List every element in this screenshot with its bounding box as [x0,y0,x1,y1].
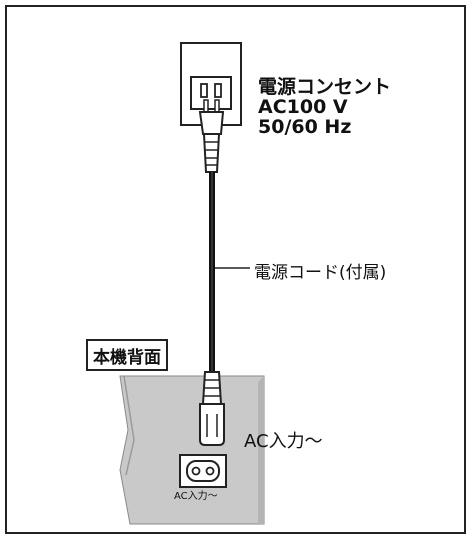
outlet-spec-label: 電源コンセント AC100 V 50/60 Hz [258,76,392,138]
cord-label: 電源コード(付属) [254,263,387,283]
ac-input-connector [199,371,225,446]
outlet-frequency: 50/60 Hz [258,115,352,138]
wall-outlet [180,42,242,126]
ac-inlet [179,454,227,488]
unit-rear-panel [119,375,265,525]
power-cord [209,172,215,372]
unit-rear-label: 本機背面 [86,339,168,371]
ac-inlet-label: AC入力〜 [174,491,218,502]
outlet-plug [198,99,225,173]
outlet-voltage: AC100 V [258,95,348,118]
ac-input-label: AC入力〜 [244,431,323,452]
outlet-title: 電源コンセント [258,76,392,98]
